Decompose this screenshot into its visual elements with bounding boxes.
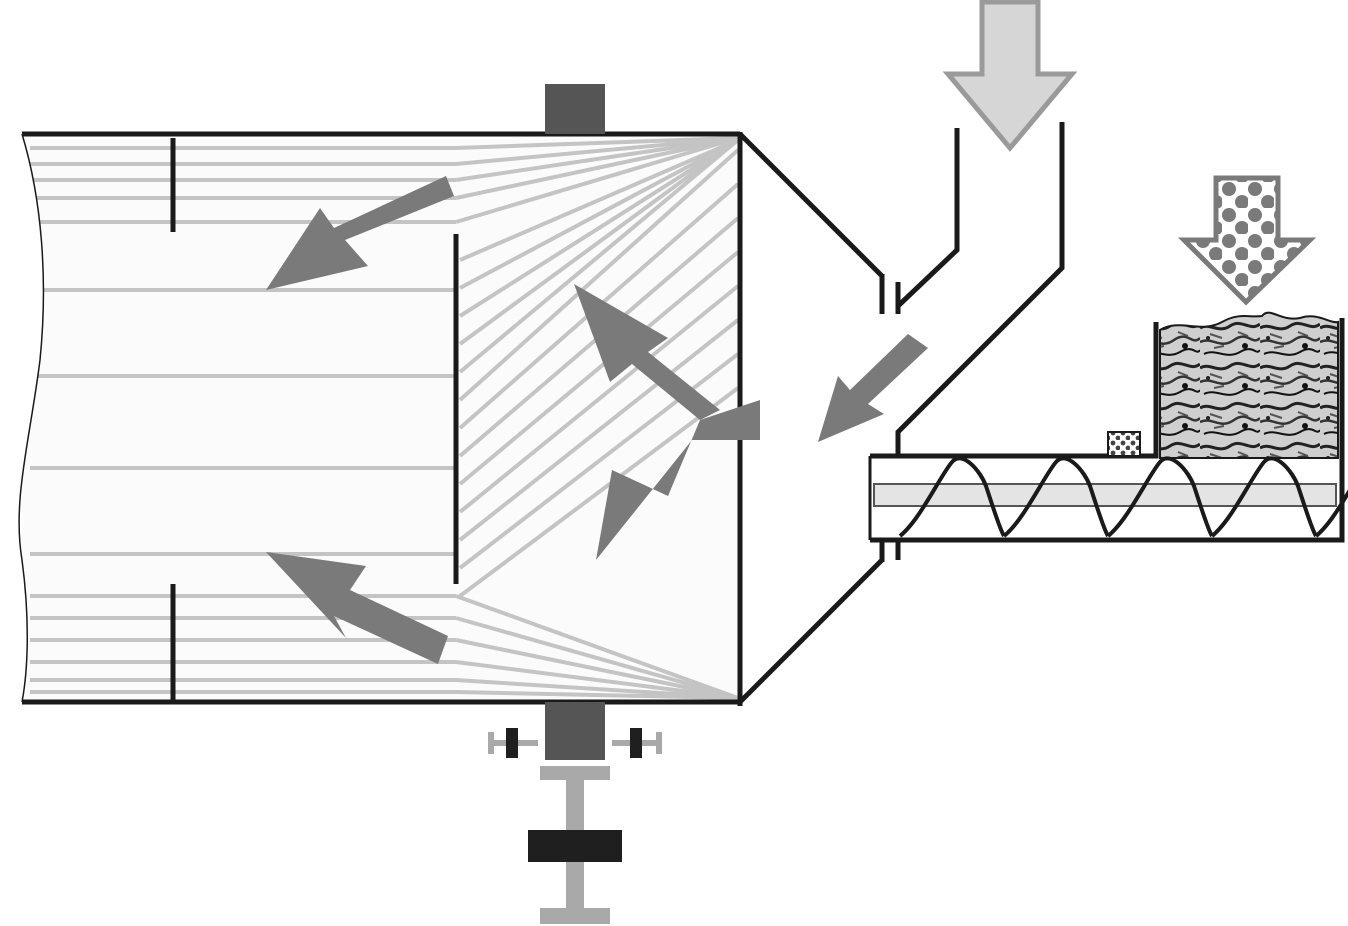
diagonal-line [458, 250, 740, 486]
diagonal-line [458, 138, 740, 318]
bolt-head-left [488, 732, 494, 754]
screw-conveyor [873, 456, 1348, 538]
conveyor-top-wall [870, 322, 1159, 459]
diagonal-line [459, 138, 739, 290]
shaft-segment-lower [566, 862, 584, 908]
diagonal-line [459, 138, 739, 262]
flow-arrow-split-down [596, 400, 760, 560]
cone-upper-edge [738, 132, 884, 278]
conveyor-bottom-wall [870, 318, 1345, 543]
inlet-duct-left-wall [896, 128, 960, 308]
flow-arrow-lower-left [266, 552, 448, 664]
shaft-coupling-lower [540, 908, 610, 924]
diagonal-line [458, 386, 740, 598]
screw-flight [1210, 456, 1318, 538]
diagonal-line [458, 284, 740, 514]
shaft-bearing [528, 830, 622, 862]
bolt-nut-left [506, 728, 518, 758]
diagonal-line [458, 318, 740, 542]
diagonal-line [458, 148, 740, 402]
flow-arrow-inlet [818, 334, 928, 442]
fan-line [455, 136, 739, 224]
feed-sample-block [1107, 431, 1141, 457]
shaft-coupling-upper [540, 766, 610, 780]
shaft-segment-upper [566, 780, 584, 830]
fan-line [455, 660, 739, 700]
gas-feed-arrow [942, 0, 1078, 152]
screw-flight [1002, 456, 1110, 538]
screw-flight [1314, 489, 1348, 538]
bolt-head-right [656, 732, 662, 754]
flow-direction-arrows [266, 176, 928, 664]
screw-shaft [873, 483, 1337, 507]
solid-feed-arrow [1177, 175, 1317, 306]
fan-line [455, 616, 739, 700]
fan-line [455, 594, 739, 700]
fan-line [455, 136, 739, 182]
bolt-nut-right [630, 728, 642, 758]
bottom-shaft-stub [545, 702, 605, 760]
fan-line [455, 136, 739, 200]
fan-line [455, 690, 739, 700]
drive-shaft-assembly [488, 702, 662, 924]
cone-lower-edge [738, 558, 884, 704]
material-hopper [1159, 311, 1339, 459]
screw-flight [898, 456, 1006, 538]
fan-line [455, 638, 739, 700]
flow-arrow-split-up [574, 284, 720, 420]
fan-line [455, 136, 739, 166]
top-shaft-stub [545, 84, 605, 134]
diagonal-line [458, 138, 740, 346]
screw-flight [1106, 456, 1214, 538]
diagonal-line [458, 138, 740, 374]
inlet-duct-right-wall [895, 122, 1065, 456]
fan-line [455, 136, 739, 150]
chamber-cut-edge [18, 133, 45, 703]
flow-arrow-upper-left [266, 176, 454, 290]
